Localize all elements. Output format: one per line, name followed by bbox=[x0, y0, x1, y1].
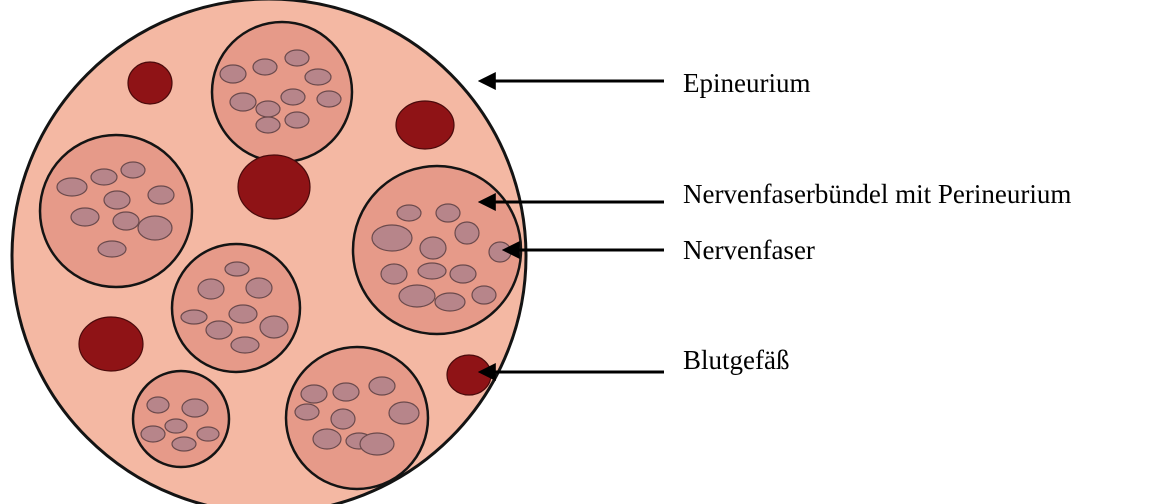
blood-vessel bbox=[447, 355, 491, 395]
nerve-fascicle bbox=[286, 347, 428, 489]
nerve-fiber bbox=[450, 265, 476, 283]
blood-vessel bbox=[238, 155, 310, 219]
nerve-fiber bbox=[331, 409, 355, 429]
nerve-fiber bbox=[220, 65, 246, 83]
fiber-label: Nervenfaser bbox=[683, 235, 815, 265]
nerve-fiber bbox=[246, 278, 272, 298]
perineurium-circle bbox=[133, 371, 229, 467]
nerve-fiber bbox=[381, 264, 407, 284]
nerve-fiber bbox=[165, 419, 187, 433]
nerve-fiber bbox=[333, 383, 359, 401]
nerve-fiber bbox=[285, 112, 309, 128]
nerve-fiber bbox=[198, 279, 224, 299]
nerve-fiber bbox=[399, 285, 435, 307]
nerve-fiber bbox=[225, 262, 249, 276]
nerve-fiber bbox=[389, 402, 419, 424]
nerve-fiber bbox=[397, 205, 421, 221]
nerve-fascicle bbox=[172, 244, 300, 372]
nerve-fiber bbox=[420, 237, 446, 259]
nerve-fiber bbox=[230, 93, 256, 111]
nerve-fascicle bbox=[353, 166, 521, 334]
epineurium-label: Epineurium bbox=[683, 68, 810, 98]
nerve-fiber bbox=[113, 212, 139, 230]
nerve-fiber bbox=[369, 377, 395, 395]
nerve-fiber bbox=[418, 263, 446, 279]
nerve-fiber bbox=[231, 337, 259, 353]
nerve-fiber bbox=[489, 242, 511, 262]
nerve-fiber bbox=[256, 101, 280, 117]
bundle-label: Nervenfaserbündel mit Perineurium bbox=[683, 179, 1071, 209]
nerve-fiber bbox=[360, 433, 394, 455]
blood-vessel bbox=[79, 317, 143, 371]
nerve-fiber bbox=[435, 293, 465, 311]
nerve-fiber bbox=[436, 204, 460, 222]
nerve-fiber bbox=[181, 310, 207, 324]
nerve-fiber bbox=[121, 162, 145, 178]
nerve-fiber bbox=[147, 397, 169, 413]
nerve-fiber bbox=[317, 91, 341, 107]
nerve-fiber bbox=[104, 191, 130, 209]
nerve-fascicle bbox=[133, 371, 229, 467]
nerve-fiber bbox=[71, 208, 99, 226]
vessel-label: Blutgefäß bbox=[683, 345, 789, 375]
nerve-fiber bbox=[197, 427, 219, 441]
nerve-fascicle bbox=[212, 22, 352, 162]
nerve-fiber bbox=[256, 117, 280, 133]
nerve-fiber bbox=[253, 59, 277, 75]
nerve-fiber bbox=[305, 69, 331, 85]
nerve-fiber bbox=[138, 216, 172, 240]
nerve-fiber bbox=[301, 385, 327, 403]
nerve-fiber bbox=[472, 286, 496, 304]
nerve-fiber bbox=[148, 186, 174, 204]
nerve-fiber bbox=[98, 241, 126, 257]
perineurium-circle bbox=[40, 135, 192, 287]
blood-vessel bbox=[128, 62, 172, 104]
nerve-fiber bbox=[313, 429, 341, 449]
nerve-fiber bbox=[57, 178, 87, 196]
nerve-fiber bbox=[182, 399, 208, 417]
nerve-fiber bbox=[229, 305, 257, 323]
nerve-fiber bbox=[285, 50, 309, 66]
nerve-fiber bbox=[260, 316, 288, 338]
nerve-fiber bbox=[372, 225, 412, 251]
nerve-fiber bbox=[141, 426, 165, 442]
nerve-fiber bbox=[206, 321, 232, 339]
blood-vessel bbox=[396, 101, 454, 149]
nerve-fiber bbox=[172, 437, 196, 451]
nerve-fiber bbox=[455, 222, 479, 244]
nerve-fiber bbox=[281, 89, 305, 105]
nerve-fascicle bbox=[40, 135, 192, 287]
nerve-fiber bbox=[295, 404, 319, 420]
nerve-fiber bbox=[91, 169, 117, 185]
